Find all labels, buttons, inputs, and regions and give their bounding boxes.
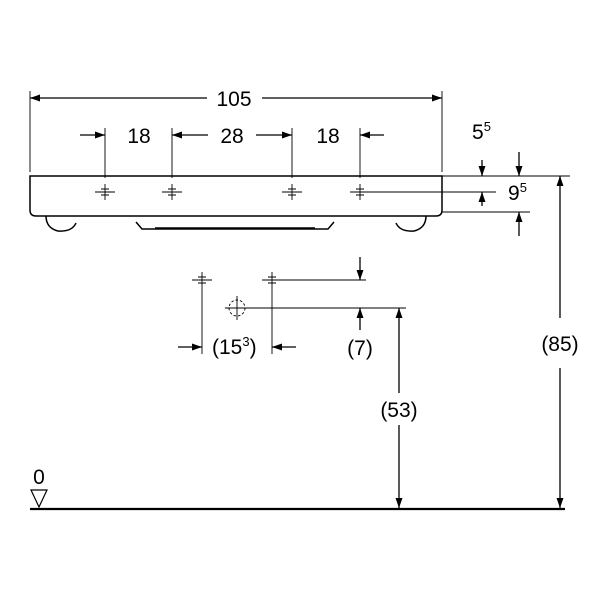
tap-hole-marker xyxy=(282,184,302,200)
rim-to-waste-sup: 5 xyxy=(520,180,527,195)
level-triangle-icon xyxy=(30,489,48,509)
trap-outlet-marker xyxy=(225,296,249,320)
rim-height-dimension: (85) xyxy=(541,176,579,508)
waste-position-markers xyxy=(192,272,282,320)
outlet-height-label: (53) xyxy=(380,399,417,422)
hole-spacing-right-label: 18 xyxy=(316,125,339,148)
rim-height-label: (85) xyxy=(541,333,578,356)
waste-spacing-close: ) xyxy=(250,336,257,359)
overall-width-label: 105 xyxy=(216,88,251,111)
washbasin-outline xyxy=(29,175,443,232)
outlet-height-dimension: (53) xyxy=(380,308,418,508)
hole-spacing-left-label: 18 xyxy=(127,125,150,148)
tap-hole-offset-sup: 5 xyxy=(484,119,491,134)
hole-spacing-middle-label: 28 xyxy=(220,125,243,148)
tap-hole-markers xyxy=(95,184,370,200)
floor-level-label: 0 xyxy=(33,466,45,489)
rim-to-waste-label: 95 xyxy=(508,180,527,205)
waste-spacing-dimension: (153) xyxy=(178,288,296,359)
tap-hole-marker xyxy=(162,184,182,200)
tap-hole-offset-dimension: 55 xyxy=(472,119,491,206)
tap-hole-offset-label: 55 xyxy=(472,119,491,144)
overall-width-dimension: 105 xyxy=(29,88,443,172)
tap-hole-marker xyxy=(95,184,115,200)
waste-spacing-open: ( xyxy=(212,336,219,359)
waste-spacing-sup: 3 xyxy=(242,334,249,349)
tap-hole-marker xyxy=(350,184,370,200)
rim-to-waste-dimension: 95 xyxy=(508,152,527,236)
floor-level: 0 xyxy=(30,466,565,511)
hole-spacing-dimensions: 18 28 18 xyxy=(80,125,384,178)
right-extension-lines xyxy=(370,175,570,213)
trap-offset-dimension: (7) xyxy=(249,257,406,360)
tap-hole-offset-base: 5 xyxy=(472,121,484,144)
rim-to-waste-base: 9 xyxy=(508,182,520,205)
waste-spacing-base: 15 xyxy=(219,336,242,359)
waste-spacing-label: (153) xyxy=(212,334,257,359)
waste-marker xyxy=(262,272,282,288)
waste-marker xyxy=(192,272,212,288)
trap-offset-label: (7) xyxy=(347,337,373,360)
